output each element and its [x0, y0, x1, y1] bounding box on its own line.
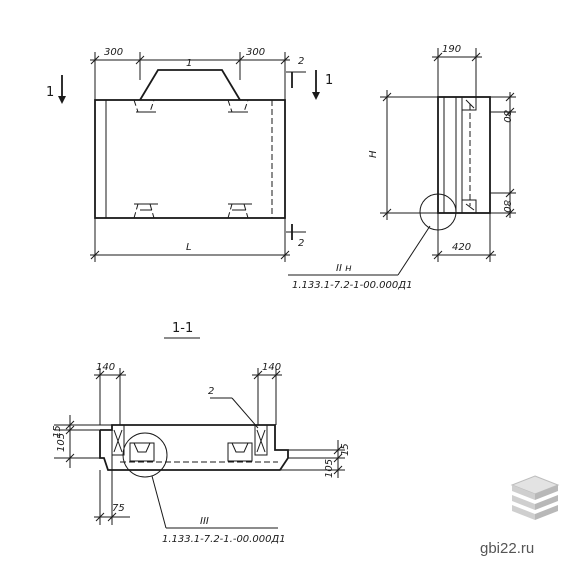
section-title: 1-1 [172, 321, 193, 336]
section-mark-1-right: 1 [325, 73, 333, 88]
side-view: 190 80 80 H 420 II н 1.133.1-7.2-1-00.00… [288, 44, 516, 291]
sec-dim-75: 75 [112, 503, 125, 514]
lifting-lug [139, 69, 241, 101]
dim-300-right: 300 [246, 47, 265, 58]
detail-ref-2: 1.133.1-7.2-1-00.000Д1 [292, 280, 412, 291]
side-dim-80-bottom: 80 [501, 200, 512, 213]
section-mark-2-top: 2 [298, 56, 304, 67]
sec-dim-15-left: 15 [52, 425, 63, 438]
detail-mark-3: III [200, 516, 209, 527]
watermark-logo [510, 475, 560, 520]
slab-outline [94, 99, 286, 219]
top-view: 300 300 1 1 1 2 2 L [46, 47, 333, 262]
height-label: H [368, 150, 379, 158]
detail-mark-2: II н [336, 263, 352, 274]
section-mark-1-left: 1 [46, 85, 54, 100]
detail-callout-circle [419, 193, 457, 231]
sec-dim-105-left: 105 [56, 433, 67, 452]
sec-dim-15-right: 15 [340, 443, 351, 456]
dim-1-center: 1 [186, 58, 192, 69]
detail-ref-3: 1.133.1-7.2-1.-00.000Д1 [162, 534, 286, 545]
detail-callout-circle-3 [122, 432, 168, 478]
sec-dim-140-right: 140 [262, 362, 281, 373]
length-label: L [186, 242, 192, 253]
section-view: 1-1 III 1.133.1-7.2-1.-00.000Д1 1 [52, 321, 351, 545]
section-mark-2-bottom: 2 [298, 238, 304, 249]
sec-mark-2: 2 [208, 386, 214, 397]
sec-dim-140-left: 140 [96, 362, 115, 373]
side-dim-420: 420 [452, 242, 471, 253]
dim-300-left: 300 [104, 47, 123, 58]
side-dim-190: 190 [442, 44, 461, 55]
side-dim-80-top: 80 [501, 110, 512, 123]
section-profile [99, 424, 289, 471]
watermark-text[interactable]: gbi22.ru [480, 540, 535, 557]
sec-dim-105-right: 105 [324, 459, 335, 478]
